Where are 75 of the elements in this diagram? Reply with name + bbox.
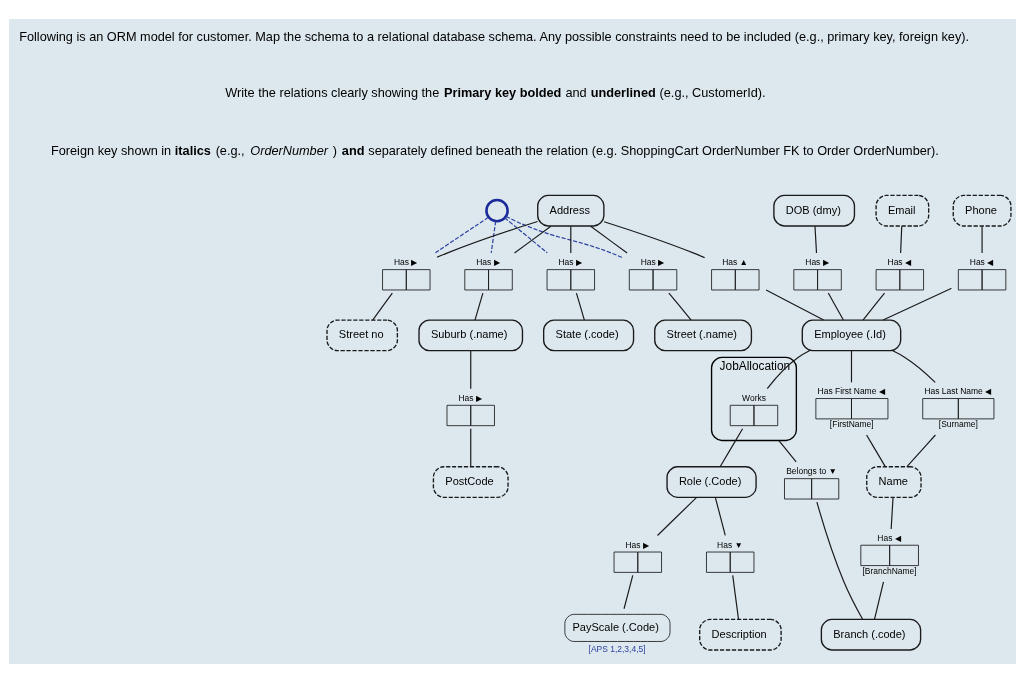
node-label: Works — [741, 393, 766, 404]
connector — [569, 225, 571, 254]
connector — [434, 216, 489, 254]
connector — [371, 292, 393, 321]
node-label: [APS 1,2,3,4,5] — [588, 643, 646, 654]
label: Foreign key shown in italics (e.g., OrderNumber) and separately defined beneath the relation (e.g. ShoppingCart OrderNumber FK to Order OrderNumber). — [50, 143, 939, 159]
connector — [503, 217, 548, 254]
node-label: [FirstName] — [829, 419, 874, 430]
connector — [882, 287, 952, 321]
node-label: Has ◀ — [887, 257, 911, 268]
node-box: Name — [865, 466, 922, 498]
node-box: Role (.Code) — [665, 466, 757, 498]
connector — [813, 225, 817, 254]
connector — [766, 350, 810, 390]
node-label: Has ◀ — [969, 257, 993, 268]
connector — [815, 501, 863, 620]
node-label: Has Last Name ◀ — [923, 386, 991, 397]
node-box: Email — [874, 194, 929, 227]
node-box: State (.code) — [542, 319, 634, 352]
node-label: Belongs to ▼ — [785, 466, 837, 477]
connector — [731, 574, 739, 620]
node-box: PostCode — [432, 466, 509, 498]
node-label: Has ▶ — [475, 257, 500, 268]
node-box: Street (.name) — [653, 319, 752, 352]
node-label: [BranchName] — [862, 566, 917, 577]
node-box: PayScale (.Code) — [563, 613, 670, 642]
node-box: Address — [536, 194, 605, 227]
node-box: Branch (.code) — [820, 618, 921, 651]
node-box: Suburb (.name) — [417, 319, 523, 352]
connector — [827, 292, 844, 321]
connector — [865, 434, 886, 468]
connector — [505, 215, 623, 259]
node-circle — [484, 198, 509, 223]
label: Following is an ORM model for customer. Map the schema to a relational database schema. Any possible constraints need to be included (e.g., primary key, foreign key). — [18, 28, 969, 44]
connector — [905, 434, 936, 468]
connector — [473, 292, 483, 321]
connector — [899, 225, 902, 254]
node-label: Has ▲ — [721, 257, 748, 268]
node-label: Has ▶ — [804, 257, 829, 268]
connector — [667, 292, 692, 321]
connector — [765, 289, 824, 321]
connector — [981, 225, 983, 254]
connector — [719, 428, 743, 468]
node-box: Description — [698, 618, 782, 651]
node-label: [Surname] — [938, 419, 978, 430]
connector — [777, 439, 797, 463]
node-box: Phone — [952, 194, 1012, 227]
connector — [873, 581, 884, 620]
node-label: Has ▶ — [558, 257, 582, 268]
connector — [513, 225, 551, 254]
connector — [589, 225, 628, 254]
node-label: Has ◀ — [876, 532, 901, 543]
connector — [890, 496, 894, 530]
connector — [490, 220, 496, 254]
connector — [850, 350, 852, 383]
connector — [435, 220, 538, 258]
connector — [602, 221, 705, 259]
connector — [469, 428, 471, 468]
connector — [656, 496, 697, 537]
node-box: Employee (.Id) — [801, 319, 901, 352]
connector — [891, 350, 936, 383]
node-label: Has ▶ — [393, 257, 417, 268]
connector — [575, 292, 585, 321]
label: Write the relations clearly showing the Primary key bolded and underlined (e.g., CustomerId). — [224, 85, 766, 101]
connector — [469, 350, 471, 390]
node-label: Has ▼ — [716, 539, 743, 550]
node-label: Has First Name ◀ — [817, 386, 885, 397]
node-label: Has ▶ — [457, 393, 482, 404]
connector — [714, 496, 726, 537]
node-box: Street no — [325, 319, 398, 352]
node-box: DOB (dmy) — [772, 194, 855, 227]
node-label: Has ▶ — [625, 539, 649, 550]
connector — [861, 292, 885, 321]
node-label: Has ▶ — [640, 257, 664, 268]
connector — [622, 574, 633, 610]
